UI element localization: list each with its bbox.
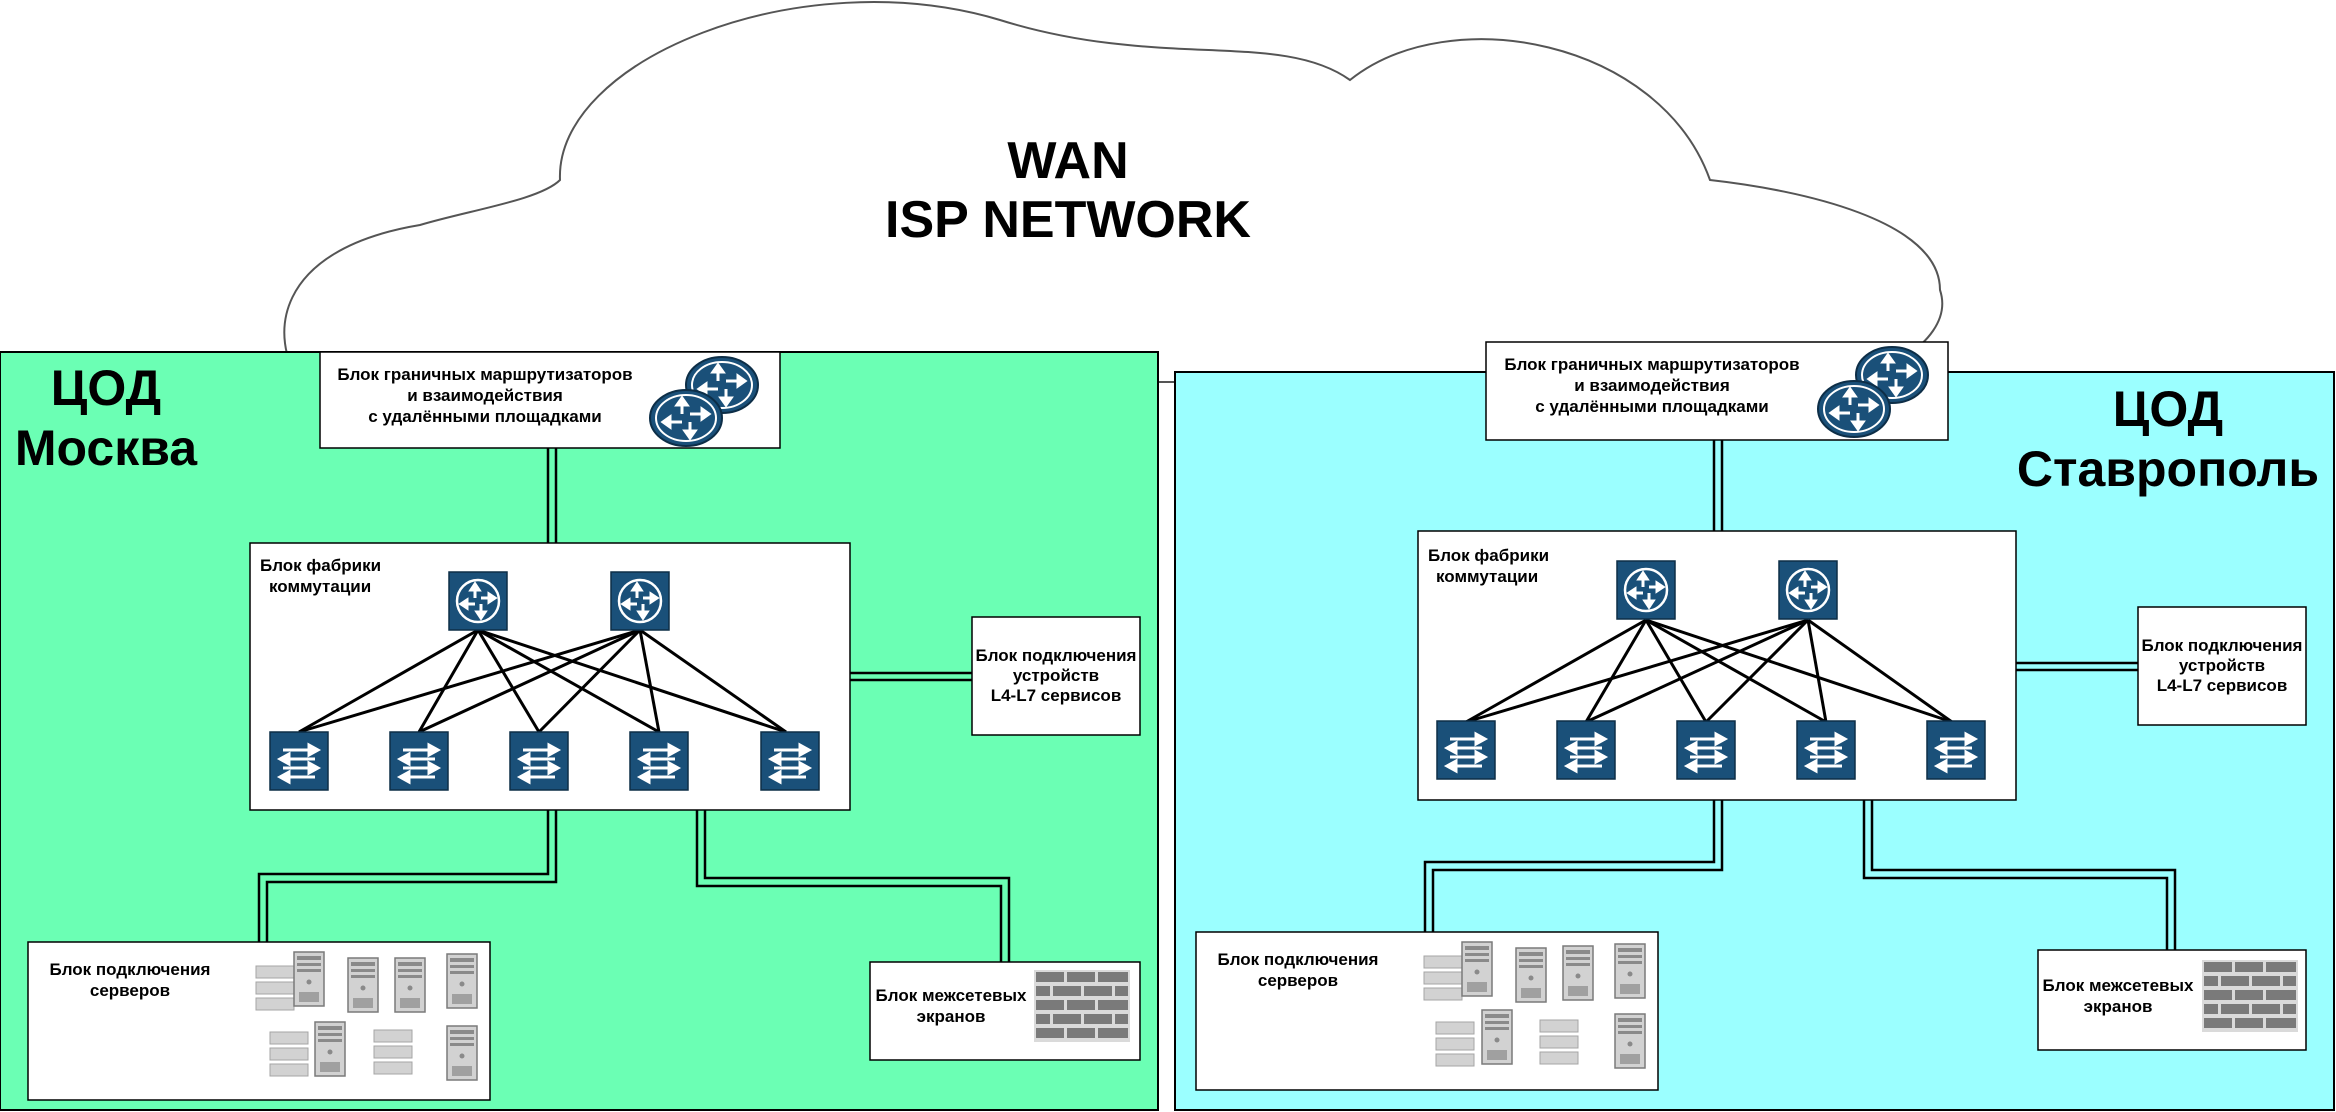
server-icon xyxy=(269,1031,309,1077)
l4l7-block-line1: Блок подключения xyxy=(2142,636,2303,655)
server-icon xyxy=(314,1021,346,1077)
switch-icon xyxy=(1795,719,1857,781)
server-block-line1: Блок подключения xyxy=(50,960,211,979)
firewall-block-line1: Блок межсетевых xyxy=(876,986,1027,1005)
cables-stavropol xyxy=(1423,440,2177,950)
fabric-links xyxy=(1465,618,1953,724)
firewall-block-line2: экранов xyxy=(2084,997,2153,1016)
server-icon xyxy=(1562,945,1594,1001)
server-icon xyxy=(1435,1021,1475,1067)
l4l7-block-line3: L4-L7 сервисов xyxy=(991,686,1122,705)
spine-router-icon xyxy=(447,570,509,632)
l4l7-block-line2: устройств xyxy=(2179,656,2265,675)
server-icon xyxy=(446,953,478,1009)
switch-icon xyxy=(1435,719,1497,781)
l4l7-block-line2: устройств xyxy=(1013,666,1099,685)
server-icon xyxy=(373,1029,413,1075)
switch-icon xyxy=(1675,719,1737,781)
edge-router-block: Блок граничных маршрутизаторов и взаимод… xyxy=(1485,341,1949,441)
site-stavropol: ЦОД Ставрополь Блок граничных маршрутиза… xyxy=(1174,341,2335,1111)
switch-icon xyxy=(628,730,690,792)
edge-router-block: Блок граничных маршрутизаторов и взаимод… xyxy=(319,351,781,449)
switch-icon xyxy=(508,730,570,792)
fabric-block-line1: Блок фабрики xyxy=(260,556,381,575)
firewall-block-line2: экранов xyxy=(917,1007,986,1026)
server-block: Блок подключения серверов xyxy=(27,941,491,1101)
server-block-line2: серверов xyxy=(90,981,170,1000)
edge-block-line2: и взаимодействия xyxy=(407,386,563,405)
spine-router-icon xyxy=(609,570,671,632)
firewall-icon xyxy=(2202,960,2298,1032)
edge-block-line3: с удалёнными площадками xyxy=(368,407,602,426)
router-icon xyxy=(648,388,724,448)
site-title-line1: ЦОД xyxy=(51,360,161,416)
edge-block-line1: Блок граничных маршрутизаторов xyxy=(337,365,632,384)
fabric-links xyxy=(298,628,787,734)
spine-router-icon xyxy=(1777,559,1839,621)
server-block-line1: Блок подключения xyxy=(1218,950,1379,969)
server-icon xyxy=(394,957,426,1013)
server-block-line2: серверов xyxy=(1258,971,1338,990)
l4l7-block-line3: L4-L7 сервисов xyxy=(2157,676,2288,695)
site-moscow: ЦОД Москва Блок граничных маршрутизаторо… xyxy=(0,351,1159,1111)
fabric-block-line2: коммутации xyxy=(1436,567,1538,586)
server-block: Блок подключения серверов xyxy=(1195,931,1659,1091)
router-icon xyxy=(1816,379,1892,439)
fabric-block-line2: коммутации xyxy=(269,577,371,596)
edge-block-line3: с удалёнными площадками xyxy=(1535,397,1769,416)
spine-router-icon xyxy=(1615,559,1677,621)
server-icon xyxy=(446,1025,478,1081)
switch-icon xyxy=(268,730,330,792)
server-icon xyxy=(1539,1019,1579,1065)
edge-block-line2: и взаимодействия xyxy=(1574,376,1730,395)
fabric-block-line1: Блок фабрики xyxy=(1428,546,1549,565)
site-title-line1: ЦОД xyxy=(2113,381,2223,437)
l4l7-block: Блок подключения устройств L4-L7 сервисо… xyxy=(971,616,1141,736)
wan-cloud: WAN ISP NETWORK xyxy=(283,1,1944,383)
edge-block-line1: Блок граничных маршрутизаторов xyxy=(1504,355,1799,374)
switch-icon xyxy=(1925,719,1987,781)
cables-moscow xyxy=(257,448,1011,962)
fabric-block: Блок фабрики коммутации xyxy=(1417,530,2017,801)
switch-icon xyxy=(1555,719,1617,781)
server-icon xyxy=(255,965,295,1011)
fabric-block: Блок фабрики коммутации xyxy=(249,542,851,811)
site-title-line2: Москва xyxy=(15,420,198,476)
server-icon xyxy=(1614,943,1646,999)
firewall-icon xyxy=(1034,970,1130,1042)
server-icon xyxy=(1423,955,1463,1001)
server-icon xyxy=(1461,941,1493,997)
switch-icon xyxy=(759,730,821,792)
server-icon xyxy=(347,957,379,1013)
server-icon xyxy=(293,951,325,1007)
cloud-title-line1: WAN xyxy=(1007,132,1128,190)
server-icon xyxy=(1515,947,1547,1003)
l4l7-block: Блок подключения устройств L4-L7 сервисо… xyxy=(2137,606,2307,726)
firewall-block-line1: Блок межсетевых xyxy=(2043,976,2194,995)
switch-icon xyxy=(388,730,450,792)
firewall-block: Блок межсетевых экранов xyxy=(869,961,1141,1061)
l4l7-block-line1: Блок подключения xyxy=(976,646,1137,665)
cloud-title-line2: ISP NETWORK xyxy=(885,191,1251,249)
site-title-line2: Ставрополь xyxy=(2017,441,2319,497)
server-icon xyxy=(1614,1013,1646,1069)
server-icon xyxy=(1481,1009,1513,1065)
firewall-block: Блок межсетевых экранов xyxy=(2037,949,2307,1051)
